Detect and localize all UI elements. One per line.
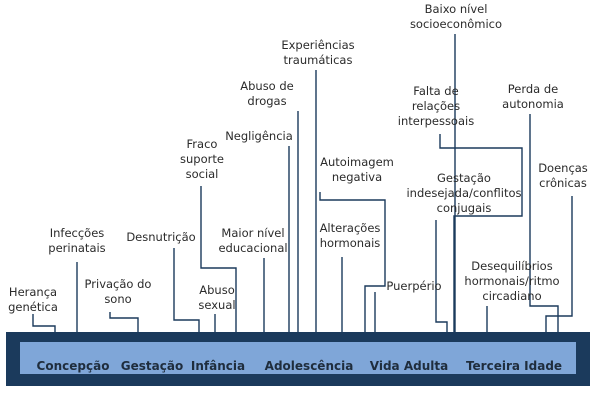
connector-lines [32,34,573,332]
connector-gestacao-indesejada [435,220,448,332]
factor-line: indesejada/conflitos [406,186,521,200]
factor-line: Doenças [538,161,588,175]
factor-line: Alterações [320,221,381,235]
factor-line: suporte [180,152,224,166]
factor-line: perinatais [48,241,105,255]
factor-line: traumáticas [284,53,353,67]
factor-line: Autoimagem [320,155,394,169]
stage-label: Infância [191,359,245,373]
factor-line: Herança [9,285,57,299]
factor-line: Negligência [225,129,293,143]
factor-line: Maior nível [221,226,284,240]
factor-line: negativa [332,170,382,184]
connector-falta [439,134,523,332]
connector-heranca [32,314,56,332]
factor-line: Falta de [413,84,458,98]
factor-line: drogas [247,94,286,108]
factor-line: crônicas [539,176,587,190]
factor-line: hormonais [320,236,381,250]
factor-label-negligencia: Negligência [225,129,293,143]
connector-desnutricao [173,248,200,332]
stage-labels: Concepção Gestação Infância Adolescência Vid… [37,359,562,373]
factor-line: Desequilíbrios [471,259,552,273]
factor-line: educacional [218,241,287,255]
factor-line: hormonais/ritmo [464,274,559,288]
factor-line: Fraco [187,137,218,151]
factor-line: social [186,167,219,181]
factor-line: socioeconômico [410,17,502,31]
factor-line: sono [104,292,131,306]
factor-line: sexual [198,298,235,312]
factor-line: Perda de [508,82,559,96]
connector-privacao [109,312,139,332]
connector-autoimagem [319,192,386,332]
stage-label: Terceira Idade [466,359,562,373]
factor-line: relações [412,99,460,113]
factor-line: Abuso [199,283,234,297]
stage-label: Concepção [37,359,110,373]
factor-line: Experiências [281,38,354,52]
factor-line: Abuso de [240,79,294,93]
factor-line: Privação do [85,277,152,291]
timeline-inner [20,342,576,374]
connector-doencas [545,196,573,332]
factor-line: Gestação [437,171,491,185]
factor-label-desnutricao: Desnutrição [126,230,195,244]
factor-line: conjugais [437,201,492,215]
factor-line: Baixo nível [425,2,488,16]
factor-line: Infecções [50,226,105,240]
stage-label: Vida Adulta [370,359,448,373]
factor-line: interpessoais [398,114,474,128]
factor-line: circadiano [482,289,541,303]
connector-perda [529,114,559,332]
factor-line: Puerpério [386,279,441,293]
stage-label: Gestação [121,359,183,373]
factor-line: Desnutrição [126,230,195,244]
connector-fraco [200,186,237,332]
factor-line: genética [8,300,58,314]
stage-label: Adolescência [265,359,354,373]
factor-label-puerperio: Puerpério [386,279,441,293]
factor-line: autonomia [502,97,564,111]
